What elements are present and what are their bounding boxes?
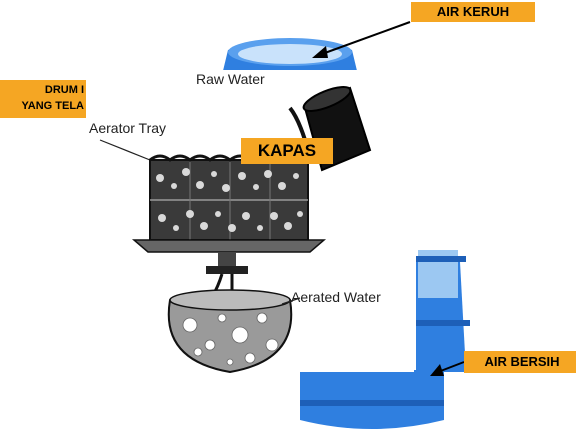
- top-drum: [222, 38, 358, 75]
- label-kapas: KAPAS: [241, 138, 333, 164]
- label-air-bersih: AIR BERSIH: [464, 351, 576, 373]
- aerated-water-bowl: [167, 289, 301, 374]
- label-drum-line1: DRUM I: [44, 84, 84, 96]
- label-drum-line2: YANG TELA: [21, 100, 84, 112]
- raw-water-text: Raw Water: [196, 71, 265, 87]
- aerator-tray-text: Aerator Tray: [89, 120, 167, 136]
- arrow-air-bersih: [430, 361, 465, 376]
- label-air-keruh: AIR KERUH: [411, 2, 535, 22]
- label-drum: DRUM I YANG TELA: [0, 80, 86, 118]
- arrow-air-keruh: [312, 21, 411, 58]
- aerated-water-text: Aerated Water: [291, 289, 381, 305]
- bottom-drum: [300, 250, 470, 429]
